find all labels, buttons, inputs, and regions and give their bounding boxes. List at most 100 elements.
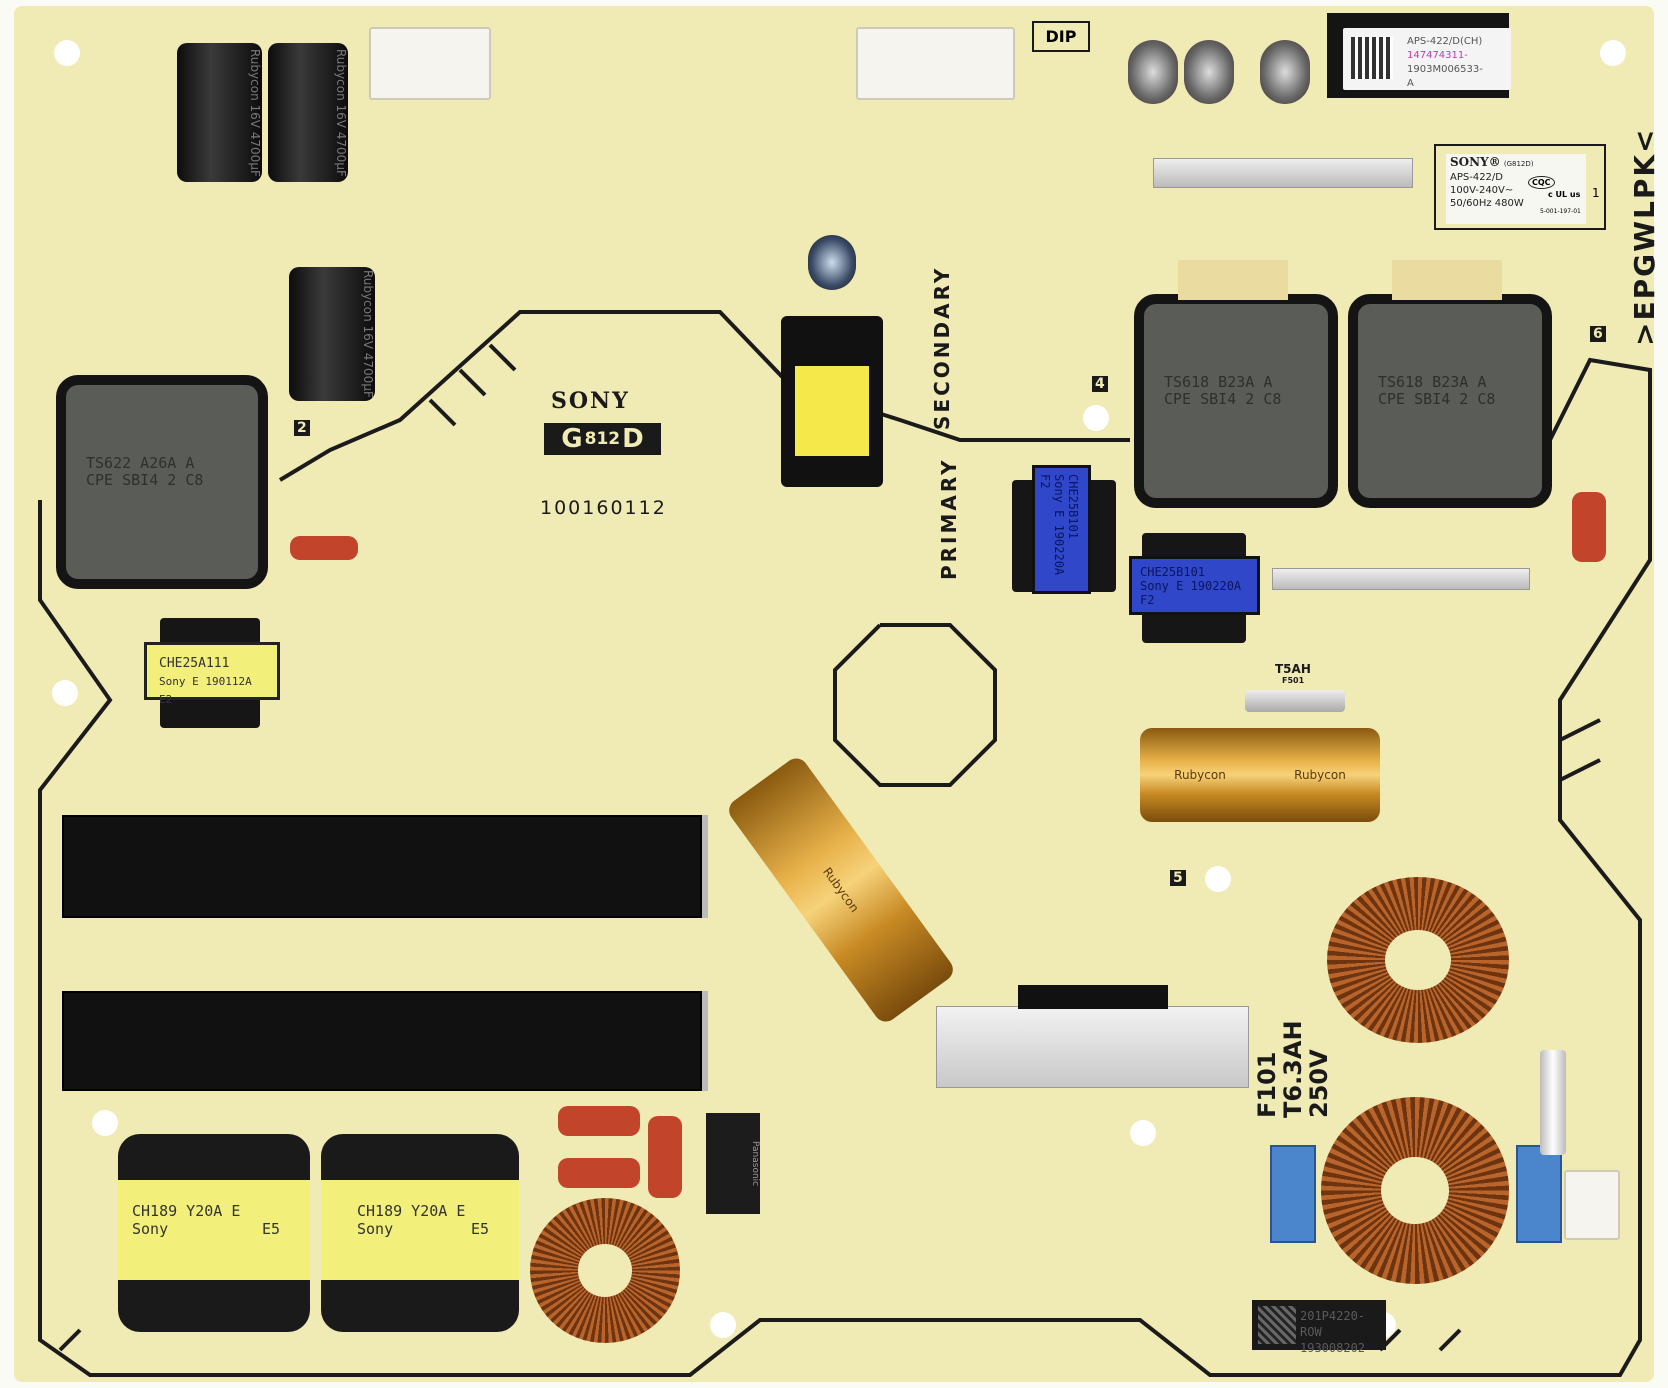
- pcb-id: 201P4220-ROW: [1300, 1309, 1366, 1339]
- choke-label: Sony E 190112A E2: [159, 675, 252, 706]
- fuse-f501: [1245, 690, 1345, 712]
- qr-code: [1351, 37, 1393, 79]
- choke-label: Sony E 190220A F2: [1140, 579, 1242, 607]
- label-model: APS-422/D(CH): [1407, 36, 1483, 47]
- ul-mark: c UL us: [1548, 190, 1581, 199]
- board-part-number: 100160112: [540, 497, 667, 519]
- capacitor-label: Rubycon 16V 4700μF: [248, 48, 262, 177]
- film-capacitor: [290, 536, 358, 560]
- capacitor-label: Rubycon: [1294, 768, 1346, 782]
- transformer-label: TS622 A26A A: [86, 454, 195, 472]
- transformer-tape: [1178, 260, 1288, 300]
- barcode-label: APS-422/D(CH) 147474311- 1903M006533- A: [1327, 13, 1511, 98]
- octagon-trace: [833, 623, 997, 787]
- toroidal-choke: [530, 1198, 680, 1343]
- mounting-hole: [1130, 1120, 1156, 1146]
- mounting-hole: [1600, 40, 1626, 66]
- relay-brand: Panasonic: [750, 1140, 760, 1187]
- small-capacitor: [1128, 40, 1178, 104]
- film-capacitor: [648, 1116, 682, 1198]
- choke-label: CHE25B101: [1066, 474, 1080, 540]
- choke-label: Sony: [357, 1220, 394, 1238]
- transformer-ts622: TS622 A26A A CPE SBI4 2 C8: [56, 375, 268, 589]
- choke-label: E5: [261, 1220, 280, 1238]
- toroidal-choke: [1321, 1097, 1509, 1284]
- zone-marker: 4: [1092, 376, 1108, 392]
- relay: Panasonic: [706, 1113, 760, 1214]
- edge-code: >EPGWLPK<: [1628, 127, 1661, 347]
- x-capacitor: [1270, 1145, 1316, 1243]
- fuse-f101: [1540, 1050, 1566, 1155]
- choke-label: Sony E 190220A F2: [1038, 474, 1066, 576]
- zone-marker: 2: [294, 420, 310, 436]
- heatsink-upper: [62, 815, 708, 918]
- electrolytic-capacitor: Rubycon 16V 4700μF: [268, 43, 348, 182]
- label-lot: 1903M006533-: [1407, 64, 1483, 75]
- rating-power: 50/60Hz 480W: [1450, 198, 1524, 209]
- cqc-mark: CQC: [1528, 176, 1555, 189]
- transformer-ts618: TS618 B23A A CPE SBI4 2 C8: [1134, 294, 1338, 508]
- mounting-hole: [710, 1312, 736, 1338]
- connector-header[interactable]: [856, 27, 1015, 100]
- choke-label: Sony: [132, 1220, 169, 1238]
- model-number: 812: [584, 429, 621, 449]
- primary-label: PRIMARY: [937, 457, 961, 580]
- mounting-hole: [52, 680, 78, 706]
- primary-secondary-boundary: [278, 310, 1130, 482]
- choke-label: CHE25A111: [159, 656, 230, 671]
- choke-che25b101: CHE25B101 Sony E 190220A F2: [1032, 465, 1091, 594]
- pfc-choke-ch189: CH189 Y20A E Sony E5: [321, 1180, 519, 1280]
- fuse-f101-marking: F101 T6.3AH 250V: [1253, 998, 1333, 1119]
- transformer-label: TS618 B23A A: [1164, 373, 1273, 391]
- secondary-heatsink-bar: [1272, 568, 1530, 590]
- rating-label: SONY® (G812D) APS-422/D 100V-240V~ 50/60…: [1434, 144, 1606, 230]
- connector-header[interactable]: [369, 27, 491, 100]
- film-capacitor: [558, 1158, 640, 1188]
- transformer-label: TS618 B23A A: [1378, 373, 1487, 391]
- rating-code: (G812D): [1503, 160, 1534, 168]
- mounting-hole: [92, 1110, 118, 1136]
- toroidal-choke: [1327, 877, 1509, 1043]
- bridge-rectifier: [1018, 985, 1168, 1009]
- choke-label: CHE25B101: [1140, 565, 1206, 579]
- small-capacitor: [1184, 40, 1234, 104]
- label-serial: 147474311-: [1407, 50, 1468, 61]
- mounting-hole: [1083, 405, 1109, 431]
- zone-marker: 6: [1590, 326, 1606, 342]
- model-suffix: D: [622, 424, 644, 454]
- ac-input-connector[interactable]: [1564, 1170, 1620, 1240]
- film-capacitor: [558, 1106, 640, 1136]
- capacitor-label: Rubycon: [1174, 768, 1226, 782]
- bridge-rectifier-heatsink: [936, 1006, 1249, 1088]
- zone-marker: 5: [1170, 870, 1186, 886]
- heatsink-lower: [62, 991, 708, 1091]
- choke-che25b101: CHE25B101 Sony E 190220A F2: [1129, 556, 1260, 615]
- x-capacitor: [1516, 1145, 1562, 1243]
- label-rev: A: [1407, 78, 1414, 89]
- fuse-ref: F101: [1253, 1051, 1281, 1119]
- transformer-label: CPE SBI4 2 C8: [1164, 390, 1282, 408]
- pcb-lot: 193008202: [1300, 1341, 1366, 1355]
- fuse-f501-rating: T5AH: [1275, 662, 1311, 676]
- transformer-tape: [1392, 260, 1502, 300]
- choke-label: CH189 Y20A E: [357, 1202, 466, 1220]
- standby-transformer: [781, 316, 883, 487]
- fuse-f501-ref: F501: [1282, 676, 1305, 685]
- secondary-label: SECONDARY: [930, 265, 954, 430]
- transformer-label: CPE SBI4 2 C8: [1378, 390, 1496, 408]
- rating-index: 1: [1592, 186, 1600, 200]
- sony-logo: SONY: [551, 388, 630, 414]
- small-capacitor: [808, 235, 856, 290]
- film-capacitor: [1572, 492, 1606, 562]
- transformer-label: CPE SBI4 2 C8: [86, 471, 204, 489]
- model-prefix: G: [561, 424, 583, 454]
- transformer-ts618: TS618 B23A A CPE SBI4 2 C8: [1348, 294, 1552, 508]
- dip-label: DIP: [1032, 21, 1090, 52]
- fuse-rating: T6.3AH: [1279, 1020, 1307, 1118]
- choke-label: E5: [470, 1220, 489, 1238]
- pcb-id-label: 201P4220-ROW 193008202: [1252, 1300, 1386, 1355]
- choke-label: CH189 Y20A E: [132, 1202, 241, 1220]
- rating-brand: SONY®: [1450, 155, 1501, 169]
